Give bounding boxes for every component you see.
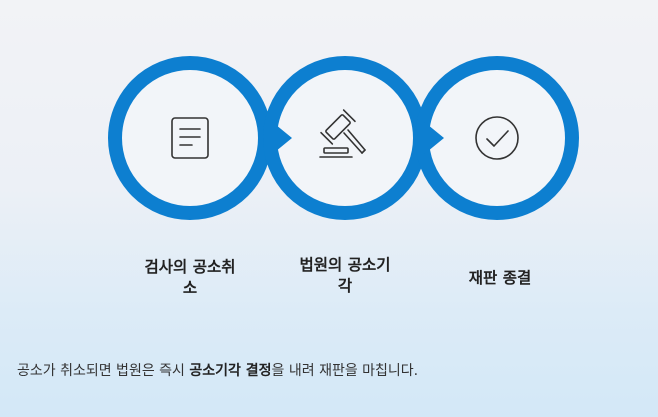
check-circle-icon [475,116,519,160]
caption-text: 공소가 취소되면 법원은 즉시 공소기각 결정을 내려 재판을 마칩니다. [17,360,418,380]
caption-before: 공소가 취소되면 법원은 즉시 [17,363,190,379]
document-icon [171,117,209,159]
step-1-label-line2: 소 [182,279,198,297]
step-3-node [415,56,579,220]
arrow-tip-2 [422,120,444,156]
gavel-icon [319,109,366,158]
step-1-node [108,56,272,220]
step-1-label-line1: 검사의 공소취 [144,258,236,276]
step-2-node [263,56,427,220]
step-2-label: 법원의 공소기 각 [280,255,410,297]
caption-after: 을 내려 재판을 마칩니다. [271,363,419,379]
step-2-label-line1: 법원의 공소기 [299,256,391,274]
step-3-label-line1: 재판 종결 [468,269,532,287]
caption-bold: 공소기각 결정 [189,363,272,379]
arrow-tip-1 [270,120,292,156]
step-2-label-line2: 각 [337,277,353,295]
step-3-label: 재판 종결 [430,268,570,289]
process-flow [108,56,579,220]
step-1-label: 검사의 공소취 소 [120,257,260,299]
